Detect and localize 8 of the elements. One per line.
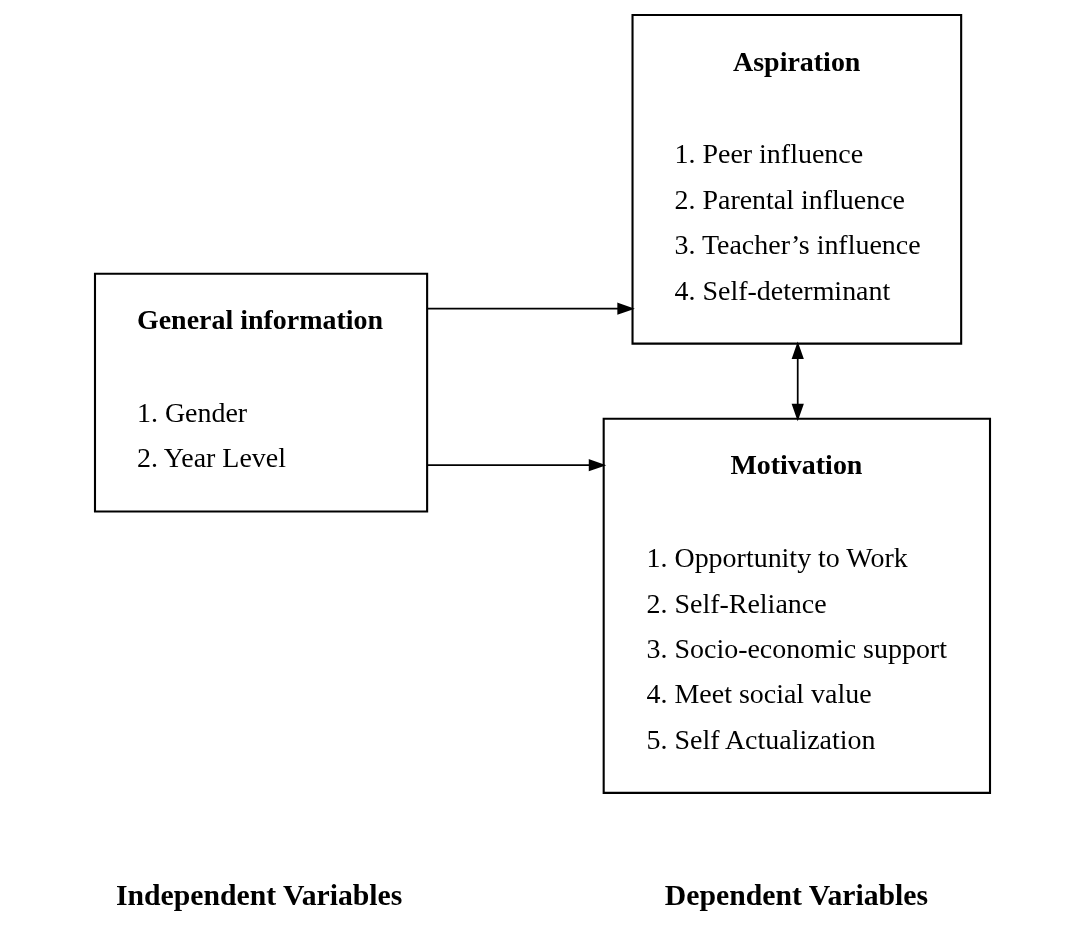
arrow xyxy=(426,459,607,472)
node-box: General information 1. Gender 2. Year Level xyxy=(93,272,429,513)
node-box: Motivation 1. Opportunity to Work 2. Self-Reliance 3. Socio-economic support 4. Meet social value 5. Self Actualization xyxy=(602,417,992,794)
arrow xyxy=(426,302,635,315)
label: Dependent Variables xyxy=(664,878,929,911)
arrow xyxy=(791,341,804,422)
label: Independent Variables xyxy=(115,878,403,911)
node-box: Aspiration 1. Peer influence 2. Parental influence 3. Teacher’s influence 4. Self-determinant xyxy=(631,13,963,345)
